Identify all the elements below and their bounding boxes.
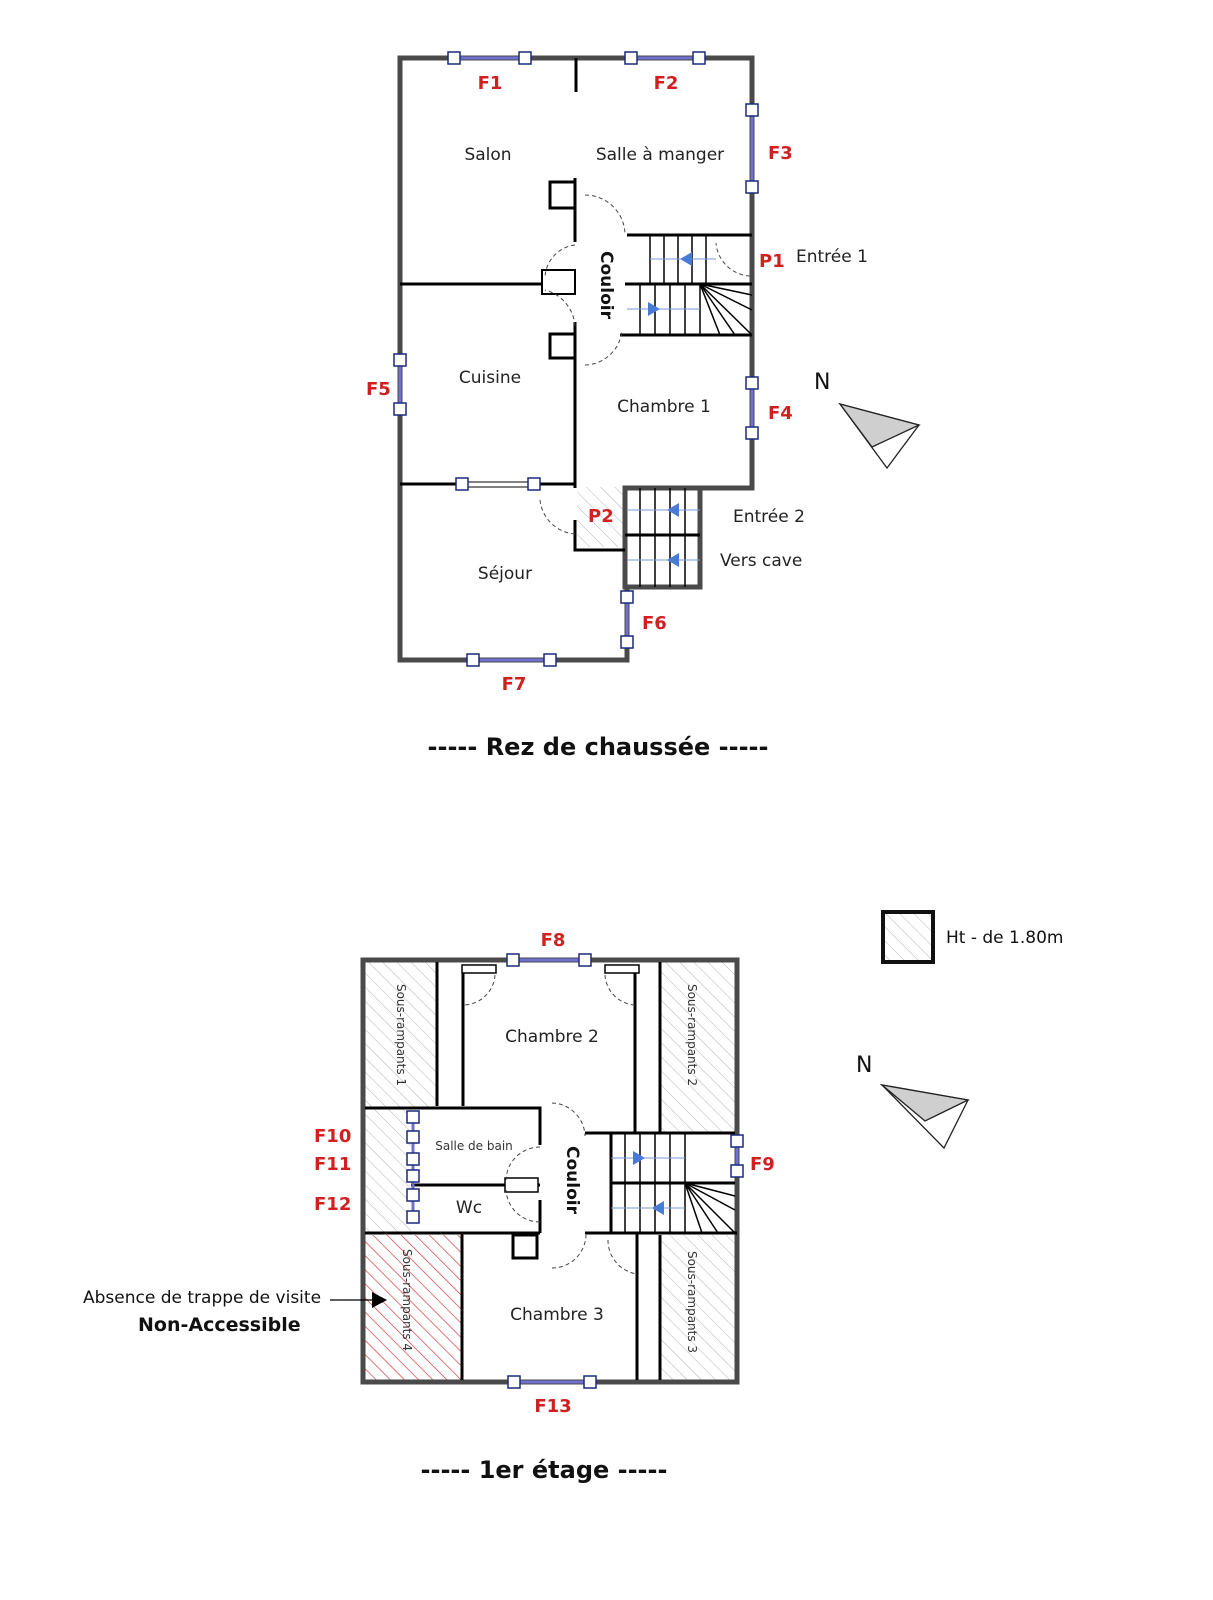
door-swing-p1: [715, 242, 751, 277]
sous-rampants-1-hatch: [365, 962, 437, 1107]
label-f6: F6: [642, 613, 667, 634]
room-sous-rampants-2: Sous-rampants 2: [685, 984, 699, 1086]
door-swing-chambre1: [584, 329, 623, 366]
north-label-first: N: [856, 1053, 872, 1078]
north-arrow-icon: [879, 1083, 971, 1150]
chambre3-walls: [460, 1233, 639, 1380]
note-absence-trappe: Absence de trappe de visite: [83, 1288, 321, 1308]
door-swing-salle: [584, 194, 626, 236]
landing-p2-hatch: [577, 487, 627, 547]
door-swing-cuisine: [544, 289, 576, 327]
door-leaf-chambre2-right: [604, 964, 640, 974]
room-chambre-3: Chambre 3: [510, 1305, 604, 1325]
door-swing-couloir: [551, 1102, 586, 1137]
label-f12: F12: [314, 1194, 351, 1215]
label-f10: F10: [314, 1126, 351, 1147]
first-floor-plan: Chambre 2 Chambre 3 Salle de bain Wc Cou…: [83, 930, 971, 1484]
label-f4: F4: [768, 403, 793, 424]
door-swing-chambre2-b: [604, 974, 636, 1006]
label-f5: F5: [366, 379, 391, 400]
room-sous-rampants-3: Sous-rampants 3: [685, 1251, 699, 1353]
door-swing-chambre3: [551, 1234, 587, 1269]
legend-hatch-swatch: [881, 910, 935, 964]
room-salle-a-manger: Salle à manger: [596, 145, 724, 165]
label-f1: F1: [478, 73, 503, 94]
room-couloir-ground: Couloir: [596, 251, 616, 320]
stairs-entree-2: [625, 488, 700, 587]
sous-rampants-2-hatch: [660, 962, 735, 1132]
room-sous-rampants-4: Sous-rampants 4: [400, 1249, 414, 1351]
sous-rampants-3-hatch: [660, 1235, 735, 1380]
exterior-wall-stair-block: [622, 485, 755, 590]
hatch-f10-f12: [365, 1108, 411, 1233]
room-wc: Wc: [456, 1198, 482, 1218]
legend: Ht - de 1.80m: [881, 910, 1063, 964]
stair-walls: [620, 233, 752, 337]
room-couloir-first: Couloir: [562, 1146, 582, 1215]
room-chambre-2: Chambre 2: [505, 1027, 599, 1047]
note-arrow-icon: [372, 1292, 387, 1308]
sous-rampants-walls: [435, 962, 662, 1380]
title-rez-de-chaussee: ----- Rez de chaussée -----: [428, 733, 769, 761]
door-swing-p2: [539, 499, 576, 535]
room-sous-rampants-1: Sous-rampants 1: [394, 984, 408, 1086]
room-cuisine: Cuisine: [459, 368, 521, 388]
door-leaf-chambre2-left: [461, 964, 497, 974]
chimney-duct-2: [548, 332, 577, 360]
label-f3: F3: [768, 143, 793, 164]
stair-walls-first: [585, 1131, 735, 1233]
sliding-door: [459, 481, 533, 488]
windows-first: [406, 953, 744, 1389]
label-f13: F13: [534, 1396, 571, 1417]
note-non-accessible: Non-Accessible: [138, 1314, 301, 1336]
door-swing-salon: [544, 244, 576, 279]
label-entree-2: Entrée 2: [733, 507, 805, 527]
p2-wall: [573, 520, 625, 552]
stairs-first-floor: [611, 1133, 736, 1234]
label-f9: F9: [750, 1154, 775, 1175]
sous-rampants-4-hatch: [365, 1235, 462, 1380]
bathroom-top-wall: [365, 1106, 542, 1145]
label-f8: F8: [541, 930, 566, 951]
chambre2-walls: [461, 966, 637, 1132]
legend-label: Ht - de 1.80m: [946, 928, 1063, 948]
chimney-duct-1: [548, 180, 577, 210]
room-chambre-1: Chambre 1: [617, 397, 711, 417]
north-label-ground: N: [814, 370, 830, 395]
label-p2: P2: [588, 506, 614, 527]
room-salle-de-bain: Salle de bain: [435, 1139, 513, 1153]
corridor-jamb: [541, 269, 576, 295]
label-entree-1: Entrée 1: [796, 247, 868, 267]
stairs-entree-1: [627, 235, 753, 336]
label-f2: F2: [654, 73, 679, 94]
title-1er-etage: ----- 1er étage -----: [421, 1456, 668, 1484]
label-vers-cave: Vers cave: [720, 551, 802, 571]
label-p1: P1: [759, 251, 785, 272]
north-arrow-icon: [838, 402, 921, 470]
windows-ground: [393, 51, 759, 667]
room-salon: Salon: [464, 145, 511, 165]
door-swing-wc: [505, 1189, 541, 1223]
label-f11: F11: [314, 1154, 351, 1175]
door-swing-chambre2-a: [462, 974, 496, 1006]
corridor-jamb-first: [504, 1177, 539, 1193]
ground-floor-plan: Salon Salle à manger Couloir Cuisine Cha…: [366, 51, 921, 761]
chimney-duct-3: [511, 1233, 539, 1260]
door-swing-sr3: [607, 1239, 638, 1275]
label-f7: F7: [502, 674, 527, 695]
room-sejour: Séjour: [478, 564, 532, 584]
